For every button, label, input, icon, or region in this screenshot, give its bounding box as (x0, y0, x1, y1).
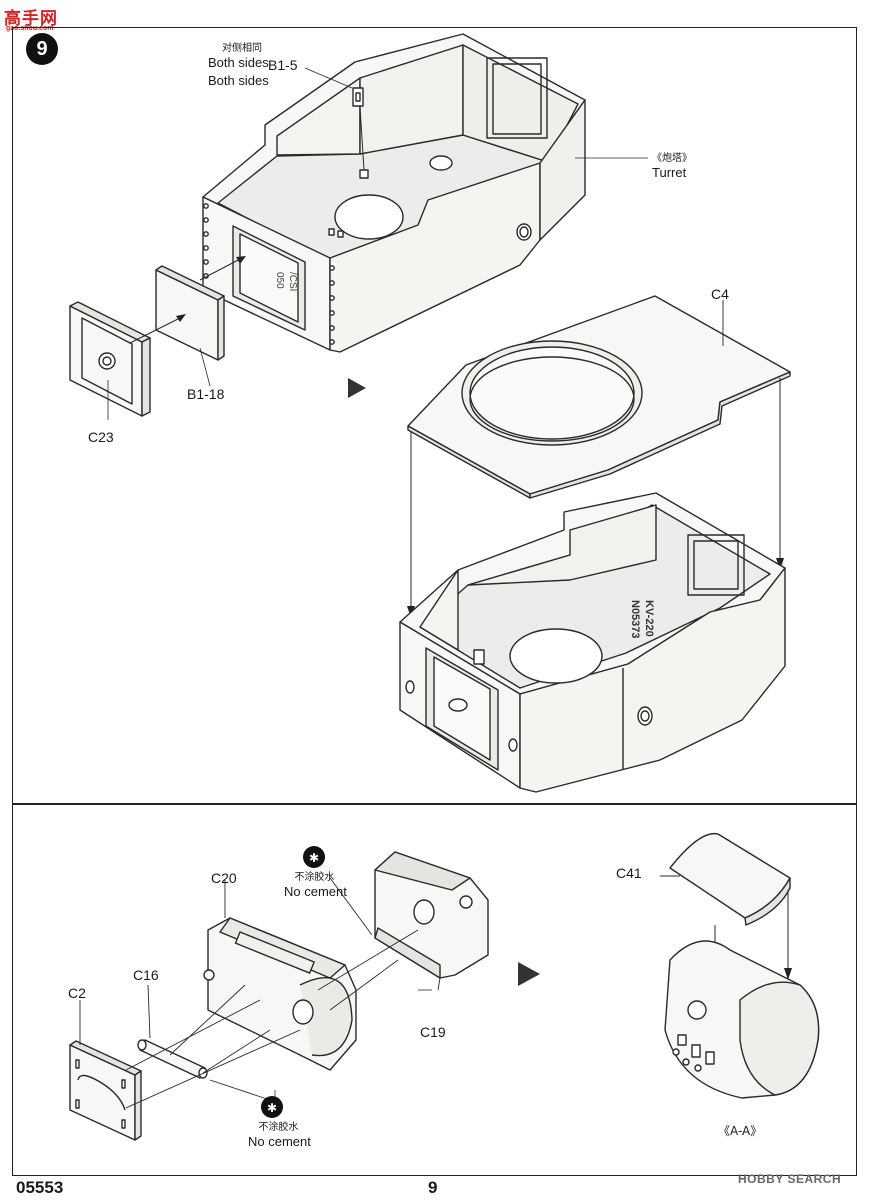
part-c4-ring-plate (407, 295, 791, 499)
label-turret-cn: 《炮塔》 (652, 153, 692, 164)
label-c2: C2 (68, 985, 86, 1001)
assembly-a-a (664, 940, 820, 1099)
svg-text:✱: ✱ (267, 1101, 277, 1115)
watermark-logo: 高手网 (4, 9, 58, 29)
footer-watermark: HOBBY SEARCH (738, 1172, 842, 1186)
turret-stencil-1: 050 (274, 272, 285, 289)
label-b1-18: B1-18 (187, 386, 225, 402)
label-no-cement-top: 不涂胶水 No cement (284, 871, 347, 899)
turret-assembly-lower (399, 492, 786, 793)
watermark-url: gao.shou.com (6, 25, 54, 32)
label-c16: C16 (133, 967, 159, 983)
label-no-cement-bottom-en: No cement (248, 1134, 311, 1149)
no-cement-icon-bottom: ✱ (261, 1096, 283, 1118)
label-c4: C4 (711, 286, 729, 302)
label-b1-5-en: Both sides (208, 55, 269, 70)
part-b1-18-plate (155, 265, 225, 361)
stencil-code: KV-220 (643, 600, 655, 637)
label-c20: C20 (211, 870, 237, 886)
footer-product-code: 05553 (16, 1178, 64, 1197)
label-turret-en: Turret (652, 165, 687, 180)
label-c19: C19 (420, 1024, 446, 1040)
footer-page-number: 9 (428, 1178, 438, 1197)
label-no-cement-top-cn: 不涂胶水 (294, 872, 335, 883)
label-b1-5-group: 对侧相同 Both sides (208, 42, 269, 70)
label-c41: C41 (616, 865, 642, 881)
label-no-cement-top-en: No cement (284, 884, 347, 899)
label-b1-5-cn: 对侧相同 (222, 43, 262, 54)
label-no-cement-bottom: 不涂胶水 No cement (248, 1121, 311, 1149)
svg-text:✱: ✱ (309, 851, 319, 865)
no-cement-icon-top: ✱ (303, 846, 325, 868)
step-badge: 9 (26, 33, 58, 65)
turret-stencil-2: /CSI (287, 272, 298, 291)
part-c20-housing (203, 917, 357, 1071)
bottom-panel-frame (12, 804, 857, 1176)
part-c23-plate (69, 301, 151, 417)
turret-box: 050 /CSI (202, 33, 586, 353)
sequence-arrow-1 (348, 378, 366, 398)
sequence-arrow-2 (518, 962, 540, 986)
part-c41-cover (660, 832, 791, 926)
label-section-aa: 《A-A》 (718, 1124, 763, 1138)
label-no-cement-bottom-cn: 不涂胶水 (258, 1122, 299, 1133)
label-b1-5: B1-5 (268, 57, 298, 73)
label-c23: C23 (88, 429, 114, 445)
part-c19-housing (374, 851, 489, 991)
label-turret-group: 《炮塔》 Turret (652, 152, 692, 180)
part-c2-plate (69, 1040, 142, 1141)
stencil-serial: N05373 (629, 600, 641, 639)
top-panel-frame (12, 27, 857, 804)
label-b1-5-en-line: Both sides (208, 73, 269, 88)
